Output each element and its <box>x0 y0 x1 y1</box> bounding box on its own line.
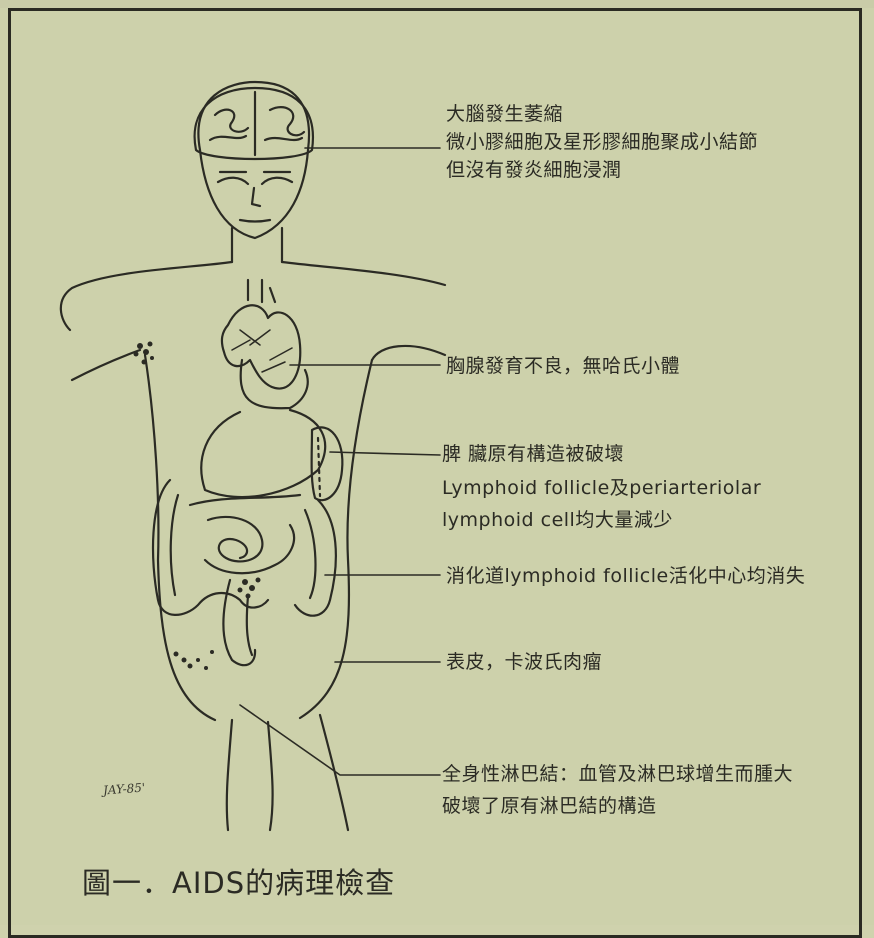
leader-spleen <box>330 452 440 455</box>
skin-annotation: 表皮，卡波氏肉瘤 <box>446 648 602 676</box>
torso-left <box>145 355 215 720</box>
figure-caption: 圖一．AIDS的病理檢查 <box>82 860 395 902</box>
small-intestine <box>208 517 262 561</box>
spleen-line-2: Lymphoid follicle及periarteriolar <box>442 474 761 502</box>
brain-line-2: 微小膠細胞及星形膠細胞聚成小結節 <box>446 128 758 156</box>
right-arm <box>372 346 445 360</box>
spleen-line-3: lymphoid cell均大量減少 <box>442 506 761 534</box>
thymus-outline <box>222 305 300 388</box>
gut-line-1: 消化道lymphoid follicle活化中心均消失 <box>446 562 805 590</box>
skin-line-1: 表皮，卡波氏肉瘤 <box>446 648 602 676</box>
stomach-outline <box>201 410 325 497</box>
right-shoulder <box>282 262 445 285</box>
lymph-line-1: 全身性淋巴結：血管及淋巴球增生而腫大 <box>442 760 793 788</box>
brain-line-3: 但沒有發炎細胞浸潤 <box>446 156 758 184</box>
lymph-annotation: 全身性淋巴結：血管及淋巴球增生而腫大 破壞了原有淋巴結的構造 <box>442 760 793 820</box>
thymus-annotation: 胸腺發育不良，無哈氏小體 <box>446 352 680 380</box>
spleen-outline <box>312 427 343 500</box>
gut-annotation: 消化道lymphoid follicle活化中心均消失 <box>446 562 805 590</box>
lymph-line-2: 破壞了原有淋巴結的構造 <box>442 792 793 820</box>
torso-right <box>300 360 372 718</box>
brain-annotation: 大腦發生萎縮 微小膠細胞及星形膠細胞聚成小結節 但沒有發炎細胞浸潤 <box>446 100 758 184</box>
spleen-annotation: 脾 臟原有構造被破壞 Lymphoid follicle及periarterio… <box>442 440 761 534</box>
artist-signature: JAY-85' <box>103 781 146 798</box>
brain-line-1: 大腦發生萎縮 <box>446 100 758 128</box>
spleen-line-1: 脾 臟原有構造被破壞 <box>442 440 761 468</box>
left-shoulder <box>61 262 232 330</box>
thymus-line-1: 胸腺發育不良，無哈氏小體 <box>446 352 680 380</box>
brain-outline <box>195 88 313 159</box>
left-arm-inner <box>72 350 140 380</box>
